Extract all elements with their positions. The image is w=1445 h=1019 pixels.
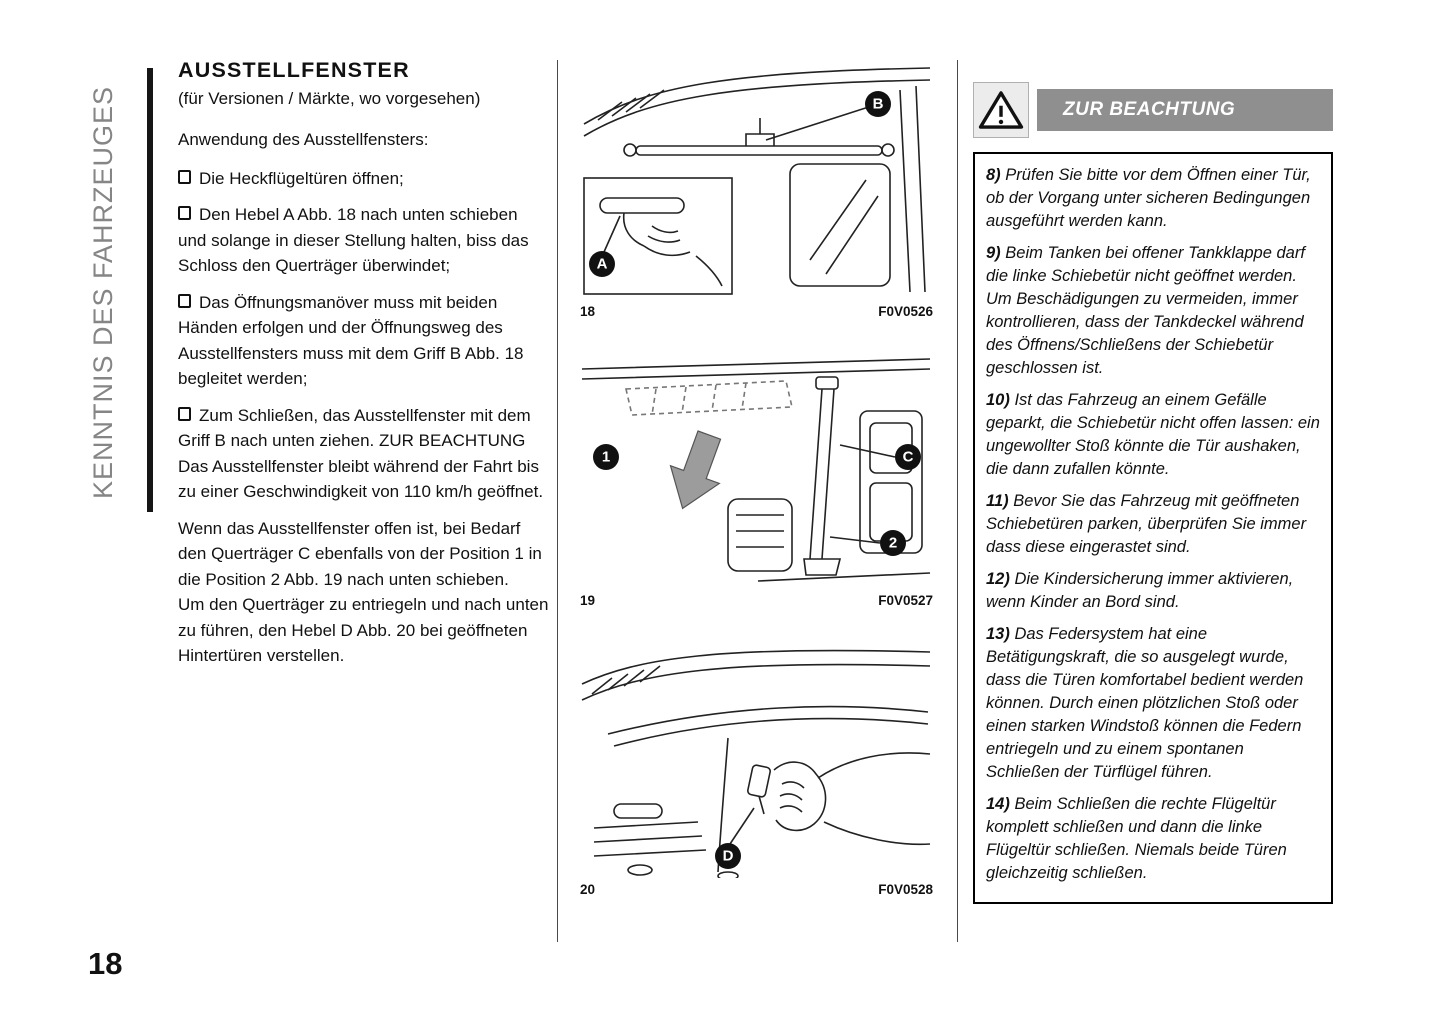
callout-1: 1 [593, 444, 619, 470]
article-paragraph: Um den Querträger zu entriegeln und nach… [178, 595, 549, 665]
warning-item-number: 11) [986, 492, 1009, 510]
bullet-text: Den Hebel A Abb. 18 nach unten schieben … [178, 205, 529, 275]
warning-item-text: Prüfen Sie bitte vor dem Öffnen einer Tü… [986, 166, 1311, 230]
warning-box: 8) Prüfen Sie bitte vor dem Öffnen einer… [973, 152, 1333, 904]
figure-code: F0V0526 [878, 304, 933, 319]
warning-title: ZUR BEACHTUNG [1037, 89, 1333, 131]
article-intro: Anwendung des Ausstellfensters: [178, 130, 429, 149]
chapter-sidebar-label: KENNTNIS DES FAHRZEUGES [88, 85, 118, 499]
column-divider-right [957, 60, 958, 942]
callout-A: A [589, 251, 615, 277]
bullet-item: Die Heckflügeltüren öffnen; [178, 166, 550, 192]
figure-caption: 20 F0V0528 [578, 878, 935, 897]
svg-text:A: A [597, 256, 608, 273]
warning-item-text: Beim Tanken bei offener Tankklappe darf … [986, 244, 1305, 377]
article-paragraph: Wenn das Ausstellfenster offen ist, bei … [178, 518, 542, 589]
bullet-item: Zum Schließen, das Ausstellfenster mit d… [178, 403, 550, 505]
bullet-square-icon [178, 293, 191, 308]
figure-20-illustration: D [581, 649, 931, 878]
svg-text:1: 1 [602, 449, 610, 466]
figure-number: 19 [580, 593, 596, 608]
figure-number: 20 [580, 882, 596, 897]
figure-code: F0V0528 [878, 882, 933, 897]
warning-item-number: 9) [986, 244, 1001, 262]
callout-B: B [865, 91, 891, 117]
bullet-item: Den Hebel A Abb. 18 nach unten schieben … [178, 202, 550, 279]
warning-item-number: 12) [986, 570, 1010, 588]
warning-item-text: Das Federsystem hat eine Betätigungskraf… [986, 625, 1304, 781]
warning-item-text: Ist das Fahrzeug an einem Gefälle gepark… [986, 391, 1320, 478]
warning-item-text: Die Kindersicherung immer aktivieren, we… [986, 570, 1294, 611]
warning-column: ZUR BEACHTUNG 8) Prüfen Sie bitte vor de… [973, 82, 1333, 904]
bullet-square-icon [178, 206, 191, 220]
warning-item: 14) Beim Schließen die rechte Flügeltür … [986, 793, 1320, 885]
warning-header: ZUR BEACHTUNG [973, 82, 1333, 138]
warning-item-number: 14) [986, 795, 1010, 813]
warning-item-text: Beim Schließen die rechte Flügeltür komp… [986, 795, 1287, 882]
warning-item: 11) Bevor Sie das Fahrzeug mit geöffnete… [986, 490, 1320, 559]
svg-text:C: C [903, 449, 914, 466]
figures-column: B A 18 F0V0526 [578, 60, 935, 927]
main-text-column: AUSSTELLFENSTER (für Versionen / Märkte,… [178, 58, 550, 669]
bullet-text: Die Heckflügeltüren öffnen; [199, 168, 404, 188]
svg-text:B: B [873, 96, 884, 113]
figure-number: 18 [580, 304, 596, 319]
figure-caption: 18 F0V0526 [578, 300, 935, 319]
chapter-sidebar-rule [147, 68, 153, 512]
warning-item: 10) Ist das Fahrzeug an einem Gefälle ge… [986, 389, 1320, 481]
callout-2: 2 [880, 530, 906, 556]
warning-item: 9) Beim Tanken bei offener Tankklappe da… [986, 242, 1320, 380]
figure-19-illustration: 1 C 2 [581, 358, 931, 582]
svg-text:2: 2 [889, 535, 897, 552]
column-divider-left [557, 60, 558, 942]
article-title: AUSSTELLFENSTER [178, 58, 410, 82]
figure-20: D 20 F0V0528 [578, 638, 935, 897]
warning-item-text: Bevor Sie das Fahrzeug mit geöffneten Sc… [986, 492, 1307, 556]
figure-18: B A 18 F0V0526 [578, 60, 935, 319]
warning-item-number: 13) [986, 625, 1010, 643]
warning-item-number: 8) [986, 166, 1001, 184]
page-number: 18 [88, 946, 123, 981]
bullet-item: Das Öffnungsmanöver muss mit beiden Händ… [178, 290, 550, 392]
article-subtitle: (für Versionen / Märkte, wo vorgesehen) [178, 88, 481, 108]
callout-D: D [715, 843, 741, 869]
warning-triangle-icon [973, 82, 1029, 138]
warning-item: 13) Das Federsystem hat eine Betätigungs… [986, 623, 1320, 784]
bullet-square-icon [178, 406, 191, 421]
figure-caption: 19 F0V0527 [578, 589, 935, 608]
callout-C: C [895, 444, 921, 470]
bullet-text: Das Öffnungsmanöver muss mit beiden Händ… [178, 292, 524, 389]
bullet-square-icon [178, 169, 191, 184]
warning-item: 8) Prüfen Sie bitte vor dem Öffnen einer… [986, 164, 1320, 233]
figure-19: 1 C 2 19 F0V0527 [578, 349, 935, 608]
warning-item-number: 10) [986, 391, 1010, 409]
figure-code: F0V0527 [878, 593, 933, 608]
bullet-text: Zum Schließen, das Ausstellfenster mit d… [178, 405, 544, 502]
svg-text:D: D [723, 848, 734, 865]
figure-18-illustration: B A [583, 67, 931, 295]
warning-item: 12) Die Kindersicherung immer aktivieren… [986, 568, 1320, 614]
